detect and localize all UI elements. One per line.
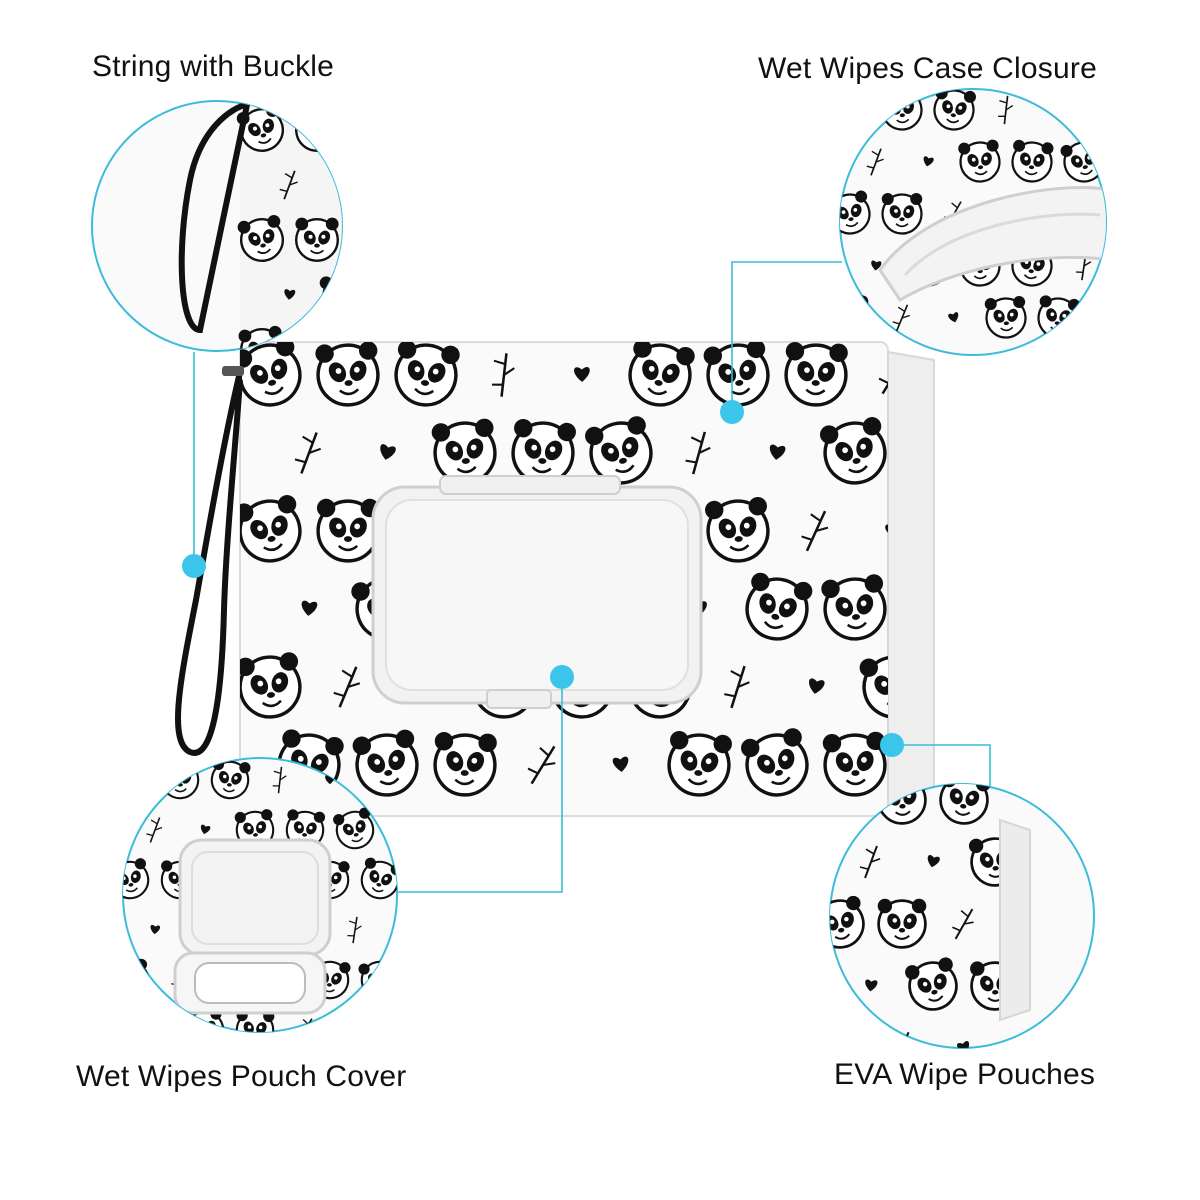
callout-dots [182,400,904,757]
panda-face-icon [132,1006,179,1032]
callout-lines [193,261,991,893]
panda-face-icon [234,1008,276,1032]
panda-face-icon [348,105,396,153]
strap-icon [174,366,244,756]
panda-face-icon [876,897,928,949]
label-wet-wipes-case-closure: Wet Wipes Case Closure [758,52,1097,85]
panda-face-icon [315,497,381,563]
label-eva-wipe-pouches: EVA Wipe Pouches [834,1058,1096,1091]
bamboo-icon [360,224,383,256]
panda-face-icon [840,89,876,136]
buckle-icon [222,366,244,376]
pouch-lid [371,475,703,709]
detail-circle-cover [122,757,398,1033]
panda-face-icon [123,758,155,804]
detail-circle-eva [829,783,1095,1049]
panda-face-icon [294,216,340,262]
heart-icon [338,178,342,191]
panda-face-icon [782,342,850,408]
label-string-with-buckle: String with Buckle [92,50,335,83]
panda-face-icon [356,955,397,1003]
panda-face-icon [431,730,499,798]
panda-face-icon [820,729,888,799]
label-wet-wipes-pouch-cover: Wet Wipes Pouch Cover [76,1060,407,1093]
heart-icon [1052,104,1064,115]
panda-face-icon [123,957,153,1002]
heart-icon [349,1024,361,1032]
panda-face-icon [880,191,924,235]
detail-circle-closure [839,88,1107,356]
detail-circle-string [91,100,396,352]
